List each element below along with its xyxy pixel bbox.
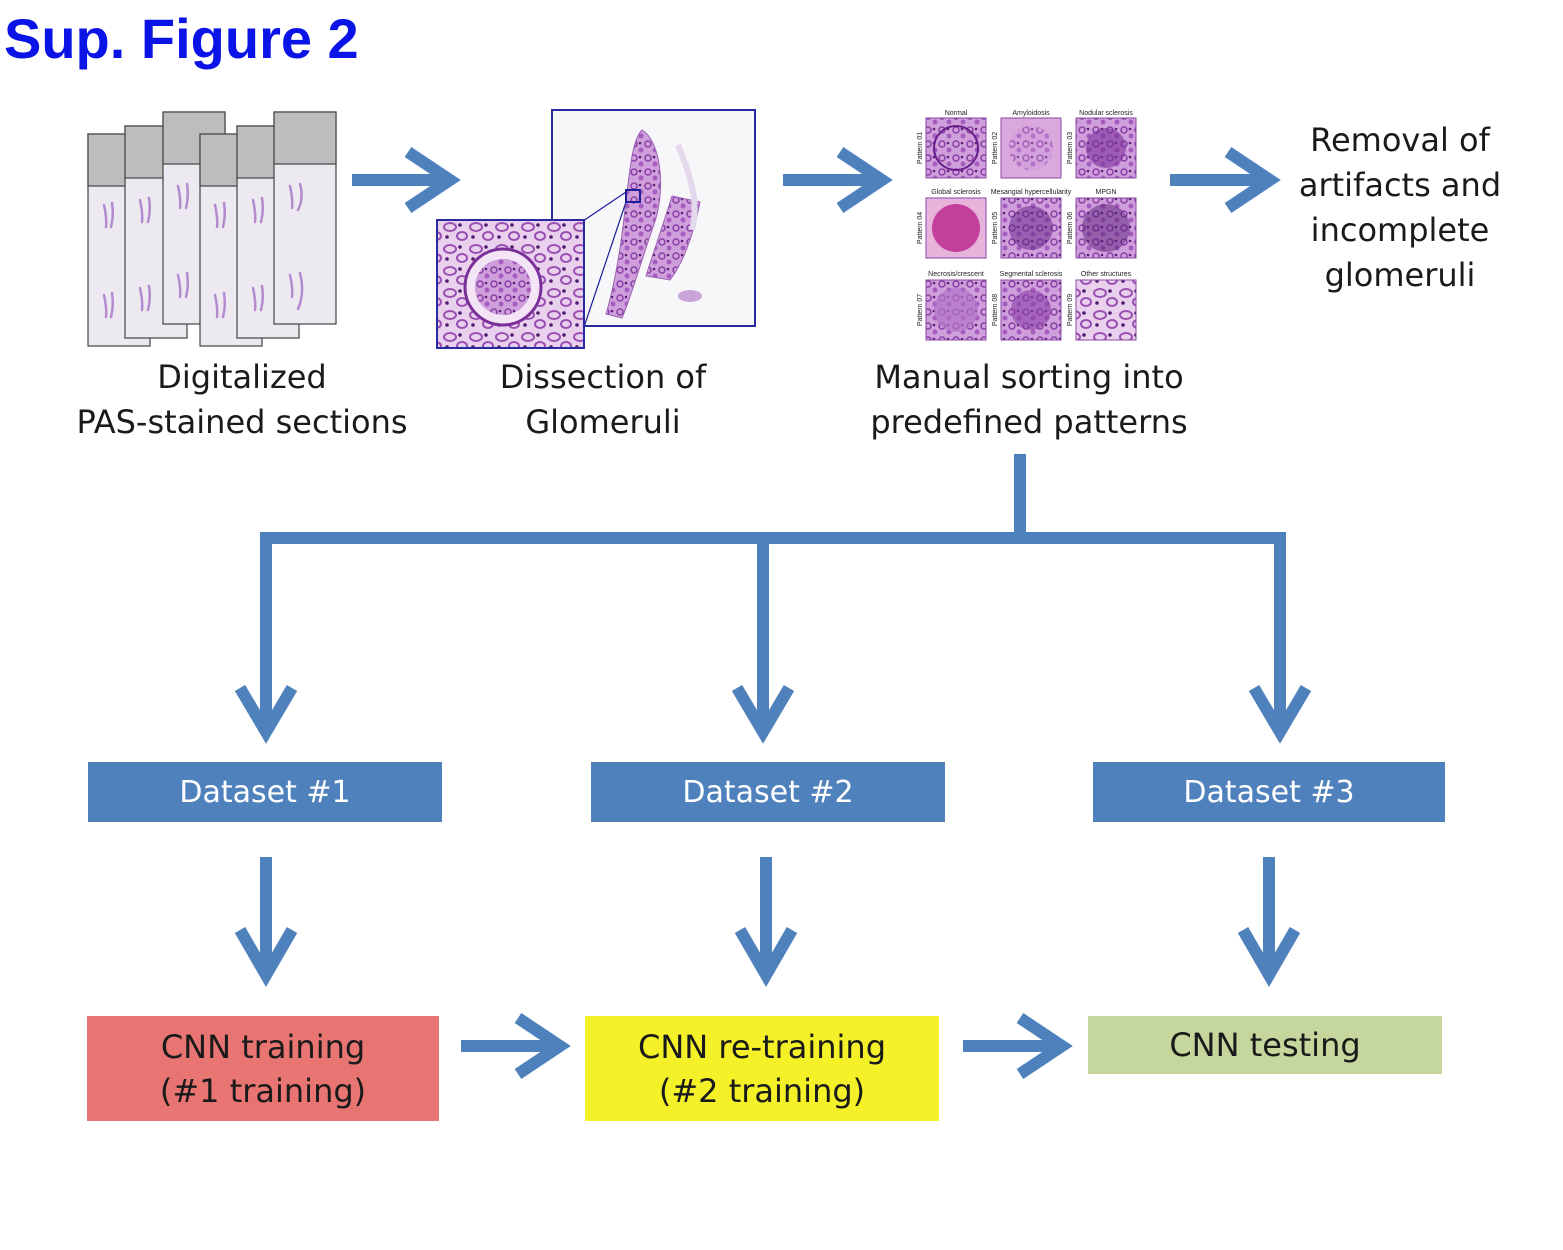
slide-stack-icon (87, 111, 337, 347)
arrow-down-cnn-2 (734, 857, 798, 987)
arrow-down-dataset-3 (1248, 684, 1312, 744)
step-removal-caption: Removal of artifacts and incomplete glom… (1298, 121, 1502, 294)
arrow-down-dataset-1 (234, 684, 298, 744)
dataset-3-box: Dataset #3 (1093, 762, 1445, 822)
arrow-right-cnn-2 (963, 1013, 1073, 1079)
dissection-micrograph (436, 109, 756, 349)
step-digitalized-caption: Digitalized PAS-stained sections (76, 358, 408, 441)
arrow-right-3 (1170, 147, 1281, 213)
dataset-1-box: Dataset #1 (88, 762, 442, 822)
flow-arrows (234, 147, 1312, 1079)
cnn-retraining-box: CNN re-training (#2 training) (585, 1016, 939, 1121)
arrow-down-dataset-2 (731, 684, 795, 744)
arrow-right-cnn-1 (461, 1013, 571, 1079)
arrow-right-1 (352, 147, 461, 213)
step-dissection-caption: Dissection of Glomeruli (499, 358, 707, 441)
step-sorting-caption: Manual sorting into predefined patterns (870, 358, 1188, 441)
arrow-right-2 (783, 147, 893, 213)
arrow-down-cnn-3 (1237, 857, 1301, 987)
arrow-down-cnn-1 (234, 857, 298, 987)
cnn-training-box: CNN training (#1 training) (87, 1016, 439, 1121)
figure-title: Sup. Figure 2 (4, 7, 359, 70)
dataset-2-box: Dataset #2 (591, 762, 945, 822)
cnn-testing-box: CNN testing (1088, 1016, 1442, 1074)
pattern-grid (925, 117, 1137, 341)
branch-connector (260, 454, 1286, 732)
